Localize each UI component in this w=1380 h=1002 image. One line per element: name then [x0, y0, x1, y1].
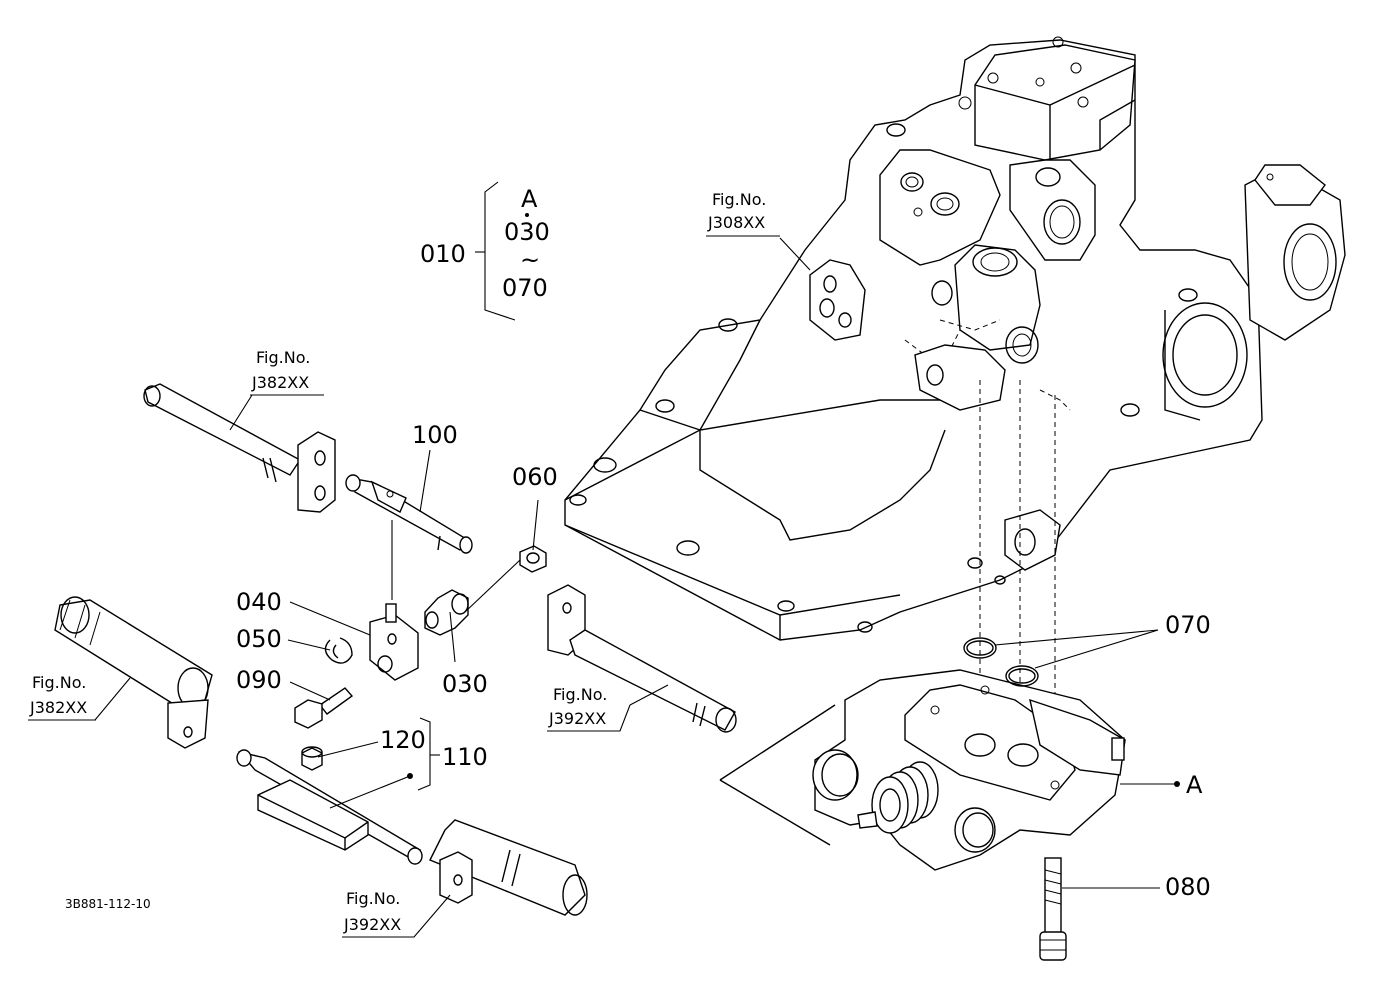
- fig-ref-top-right: Fig.No. J308XX: [706, 190, 780, 237]
- fig-ref-bottom: Fig.No. J392XX: [342, 889, 421, 938]
- part-label-080: 080: [1165, 873, 1211, 901]
- rod-100: [345, 474, 473, 554]
- nut-060: [519, 545, 547, 573]
- fig-ref-title: Fig.No.: [32, 673, 86, 692]
- clip-050: [324, 637, 353, 664]
- fig-ref-code: J382XX: [29, 698, 87, 717]
- control-valve-assembly: [719, 669, 1126, 871]
- lever-110: [236, 749, 423, 865]
- fig-ref-code: J392XX: [343, 915, 401, 934]
- valve-spring: [857, 761, 939, 834]
- part-labels: 100 060 040 050 090 030 120 110 070 080 …: [236, 421, 1211, 901]
- part-label-120: 120: [380, 726, 426, 754]
- spacer-120: [301, 746, 323, 771]
- block-040: [369, 603, 419, 681]
- pin-090: [294, 687, 354, 729]
- fig-ref-title: Fig.No.: [346, 889, 400, 908]
- part-label-a: A: [1186, 771, 1203, 799]
- group-label-block: 010 A 030 ~ 070: [420, 185, 550, 302]
- part-label-030: 030: [442, 670, 488, 698]
- group-item-tilde: ~: [520, 246, 540, 274]
- shaft-j382xx-upper: [143, 383, 336, 513]
- hydraulic-housing: [564, 36, 1346, 780]
- fig-ref-title: Fig.No.: [256, 348, 310, 367]
- group-item-070: 070: [502, 274, 548, 302]
- o-ring-070: [963, 637, 1039, 687]
- bolt-080: [1039, 857, 1067, 961]
- diagram-code: 3B881-112-10: [65, 897, 151, 911]
- part-label-050: 050: [236, 625, 282, 653]
- fig-ref-lower-left: Fig.No. J382XX: [28, 673, 96, 721]
- bushing-030: [424, 589, 469, 636]
- fig-ref-middle: Fig.No. J392XX: [547, 685, 631, 732]
- shaft-j392xx-lower: [429, 819, 588, 916]
- leader-lines: [94, 181, 1180, 931]
- group-main-label: 010: [420, 240, 466, 268]
- shaft-j382xx-lower: [54, 596, 213, 749]
- fig-ref-code: J308XX: [707, 213, 765, 232]
- fig-ref-title: Fig.No.: [553, 685, 607, 704]
- fig-ref-upper-left: Fig.No. J382XX: [250, 348, 324, 396]
- fig-ref-code: J382XX: [251, 373, 309, 392]
- figure-references: Fig.No. J308XX Fig.No. J382XX Fig.No. J3…: [28, 190, 780, 938]
- part-label-040: 040: [236, 588, 282, 616]
- part-label-090: 090: [236, 666, 282, 694]
- fig-ref-code: J392XX: [548, 709, 606, 728]
- shaft-j392xx-middle: [547, 584, 737, 733]
- part-label-070: 070: [1165, 611, 1211, 639]
- part-label-100: 100: [412, 421, 458, 449]
- group-item-a: A: [521, 185, 538, 213]
- group-item-030: 030: [504, 218, 550, 246]
- part-label-060: 060: [512, 463, 558, 491]
- fig-ref-title: Fig.No.: [712, 190, 766, 209]
- part-label-110: 110: [442, 743, 488, 771]
